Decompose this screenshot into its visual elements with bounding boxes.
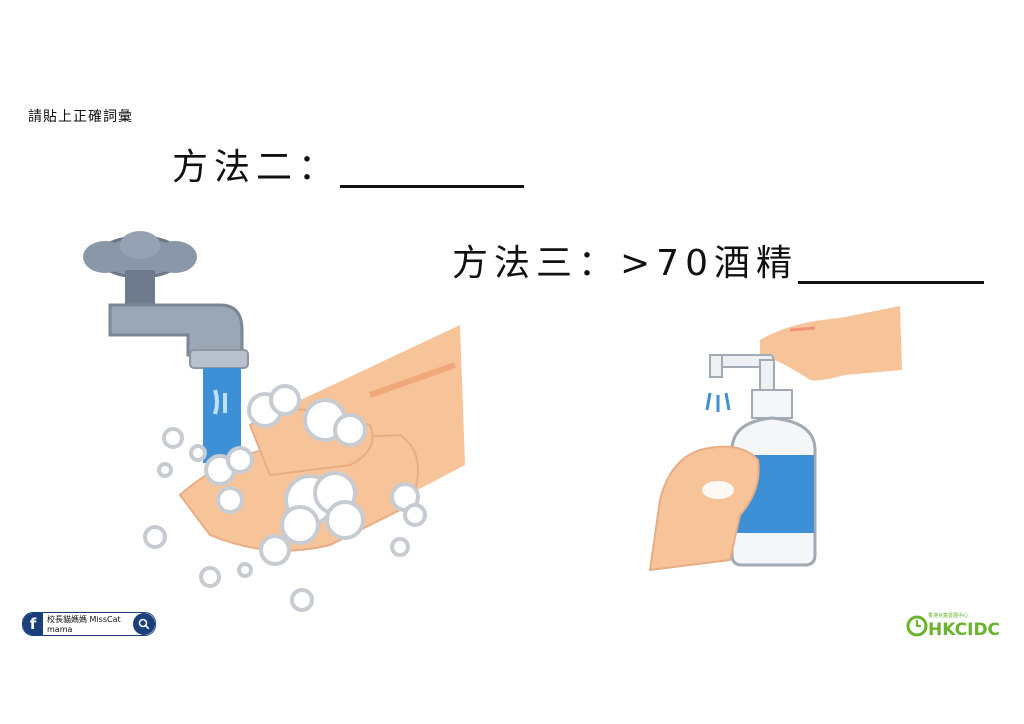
soap-foam [204,384,427,566]
instruction-text: 請貼上正確詞彙 [28,109,133,125]
facebook-icon: f [23,613,43,635]
soap-bubbles [143,427,410,612]
hkcidc-logo-mark: 香港兒童發展中心 HKCIDC [906,612,1000,640]
spray-lines [705,392,731,412]
method-three-label: 方法三：>70酒精 [452,243,798,284]
upper-hand [760,306,902,381]
method-three-answer-blank[interactable] [797,251,984,284]
hand-sanitizer-pump-illustration [648,306,902,572]
search-icon[interactable] [133,613,155,635]
handwashing-with-soap-illustration [83,231,465,612]
sanitizer-gel [702,481,734,499]
faucet-handle [83,231,197,305]
forearm [290,325,465,515]
faucet-body [108,303,249,369]
hkcidc-logo-text: HKCIDC [928,620,1000,640]
lower-hand [648,445,760,572]
hkcidc-logo: 香港兒童發展中心 HKCIDC [906,610,1006,640]
method-two-label: 方法二： [172,147,341,188]
facebook-page-badge[interactable]: f 校長貓媽媽 MissCat mama [22,612,156,636]
hkcidc-logo-caption: 香港兒童發展中心 [928,612,968,619]
facebook-page-name: 校長貓媽媽 MissCat mama [47,615,121,634]
method-two-row: 方法二： [172,147,525,188]
method-two-answer-blank[interactable] [340,155,525,188]
method-three-row: 方法三：>70酒精 [452,244,984,284]
